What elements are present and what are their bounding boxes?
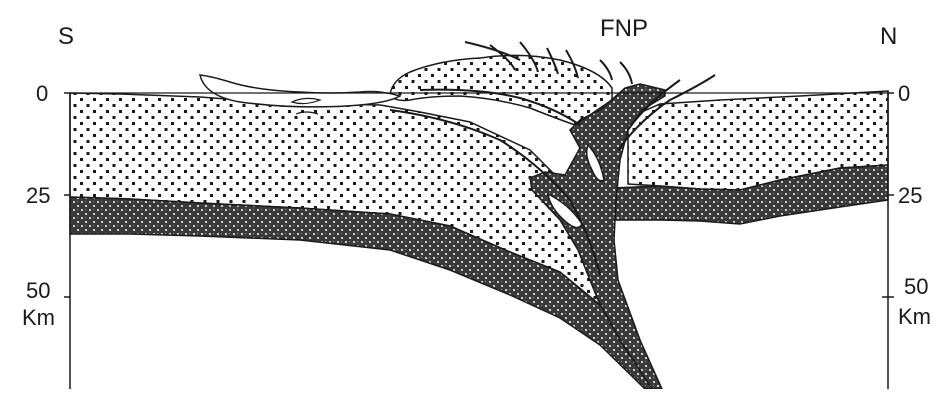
- fnp-fault-label: FNP: [600, 15, 648, 42]
- left-depth-label-0: 0: [36, 81, 48, 106]
- left-depth-label-50: 50: [26, 278, 50, 303]
- right-depth-label-0: 0: [898, 81, 910, 106]
- north-direction-label: N: [880, 23, 897, 50]
- left-depth-label-25: 25: [26, 183, 50, 208]
- right-depth-unit-label: Km: [898, 304, 931, 329]
- south-direction-label: S: [58, 23, 74, 50]
- right-depth-label-25: 25: [898, 183, 922, 208]
- left-depth-unit-label: Km: [22, 305, 55, 330]
- right-depth-label-50: 50: [904, 274, 928, 299]
